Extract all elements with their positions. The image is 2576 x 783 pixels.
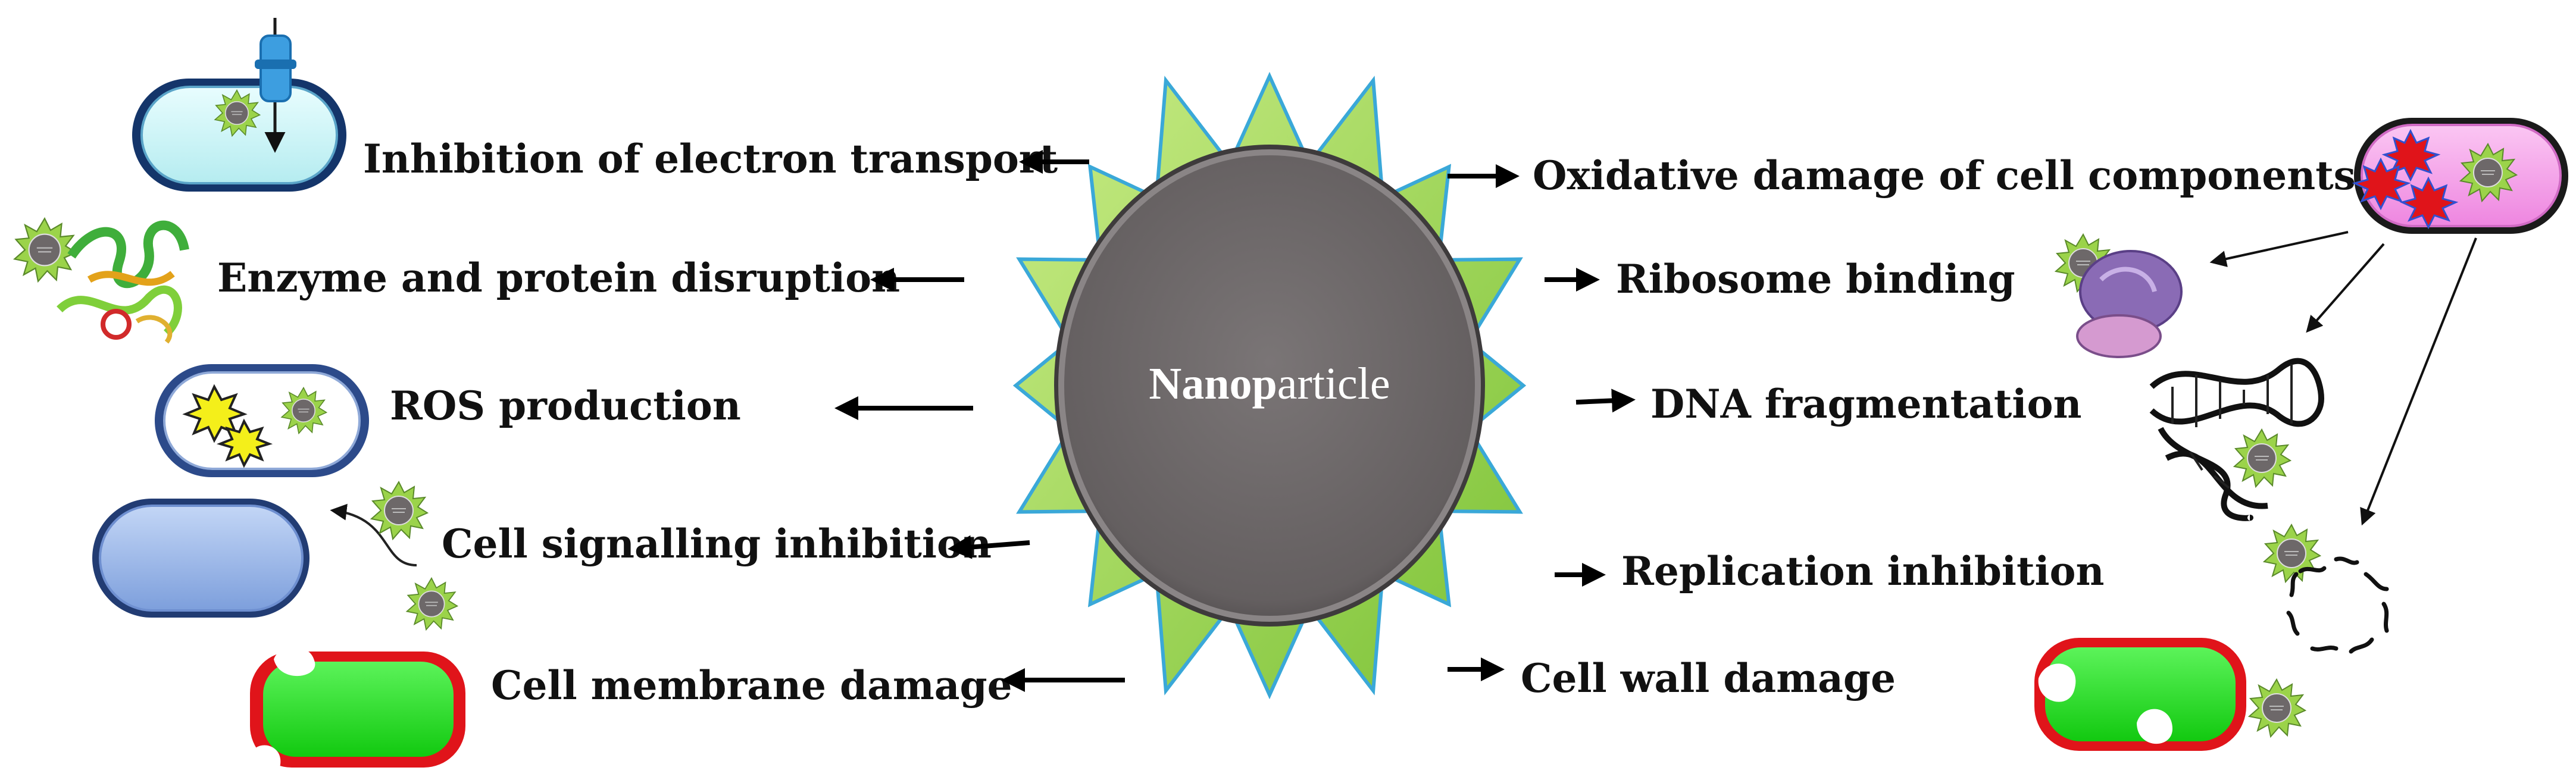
cell-wall-damage-icon: [2034, 638, 2306, 751]
ros-cell-icon: [155, 364, 369, 477]
fragmented-dna-ring-icon: [2264, 524, 2389, 654]
dna-helix-icon: [2149, 358, 2324, 521]
nanoparticle-label: Nanoparticle: [1149, 359, 1390, 409]
ribosome-icon: [2055, 234, 2183, 358]
central-nanoparticle: Nanoparticle: [1012, 71, 1527, 700]
label-oxidative-damage: Oxidative damage of cell components: [1533, 152, 2356, 199]
ros-burst-icon: [216, 418, 273, 468]
label-ribosome-binding: Ribosome binding: [1616, 256, 2015, 302]
label-enzyme-protein: Enzyme and protein disruption: [217, 255, 900, 301]
label-ros-production: ROS production: [390, 383, 741, 429]
right-effects: Oxidative damage of cell components Ribo…: [1448, 152, 2356, 701]
signalling-cell-icon: [92, 481, 458, 631]
ros-burst-icon: [182, 384, 248, 443]
nanoparticle-core: [1058, 149, 1481, 622]
electron-transport-cell-icon: [132, 18, 346, 192]
syringe-icon: [255, 18, 296, 153]
left-effects: Inhibition of electron transport Enzyme …: [217, 136, 1125, 709]
label-electron-transport: Inhibition of electron transport: [363, 136, 1058, 182]
label-cell-signalling: Cell signalling inhibition: [442, 521, 992, 567]
label-cell-wall-damage: Cell wall damage: [1521, 655, 1896, 701]
label-dna-fragmentation: DNA fragmentation: [1650, 381, 2081, 427]
membrane-damage-cell-icon: [250, 647, 465, 768]
label-replication-inhibition: Replication inhibition: [1621, 548, 2105, 594]
label-membrane-damage: Cell membrane damage: [491, 662, 1012, 709]
oxidative-cell-icon: [2209, 118, 2568, 526]
protein-structure-icon: [14, 218, 189, 344]
